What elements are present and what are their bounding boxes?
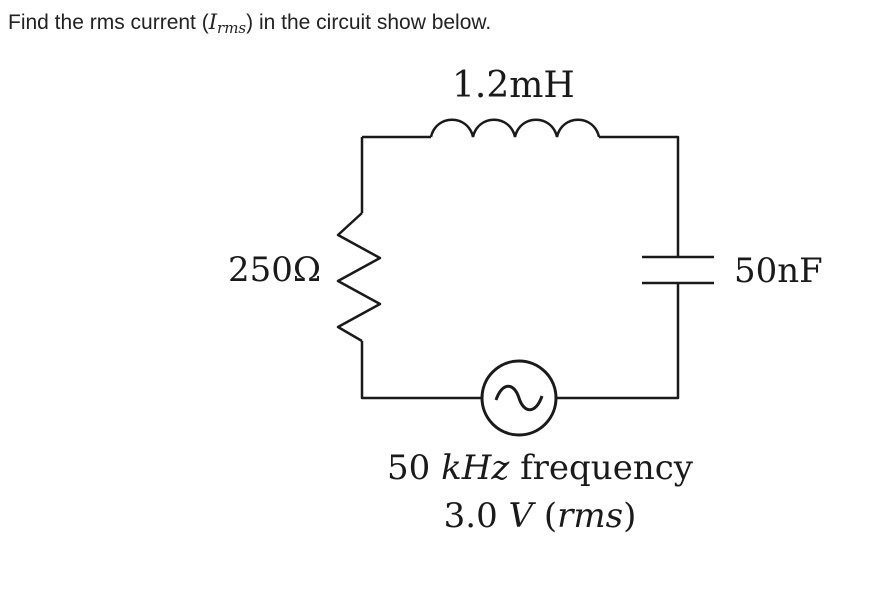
source-label: 50 kHz frequency 3.0 V (rms) [360,451,720,547]
irms-symbol: Irms [208,10,247,37]
voltage-unit: V [508,496,534,536]
inductor-label: 1.2mH [452,68,575,104]
irms-letter: I [208,10,218,34]
question-prefix: Find the rms current ( [8,11,209,34]
resistor-value: 250Ω [228,250,322,290]
question-text: Find the rms current (Irms) in the circu… [8,8,491,42]
source-frequency-line: 50 kHz frequency [360,451,720,499]
wire-right-bottom [556,283,680,400]
irms-subscript: rms [217,19,247,37]
capacitor-label: 50nF [734,254,823,288]
wire-top-right [599,135,680,257]
inductor-value: 1.2mH [452,65,575,106]
ac-source-sine-icon [494,384,544,412]
frequency-unit: kHz [441,448,510,488]
inductor-coil [429,118,601,138]
voltage-value: 3.0 [443,496,498,536]
resistor-label: 250Ω [228,253,321,287]
capacitor-value: 50nF [734,251,823,291]
source-voltage-line: 3.0 V (rms) [443,496,637,536]
frequency-value: 50 [387,448,431,488]
frequency-word: frequency [520,448,693,488]
ac-source-circle [480,359,558,437]
question-suffix: ) in the circuit show below. [246,11,492,34]
wire-left-bottom [360,341,482,400]
voltage-note: rms [557,496,624,536]
resistor-zigzag [336,212,382,343]
